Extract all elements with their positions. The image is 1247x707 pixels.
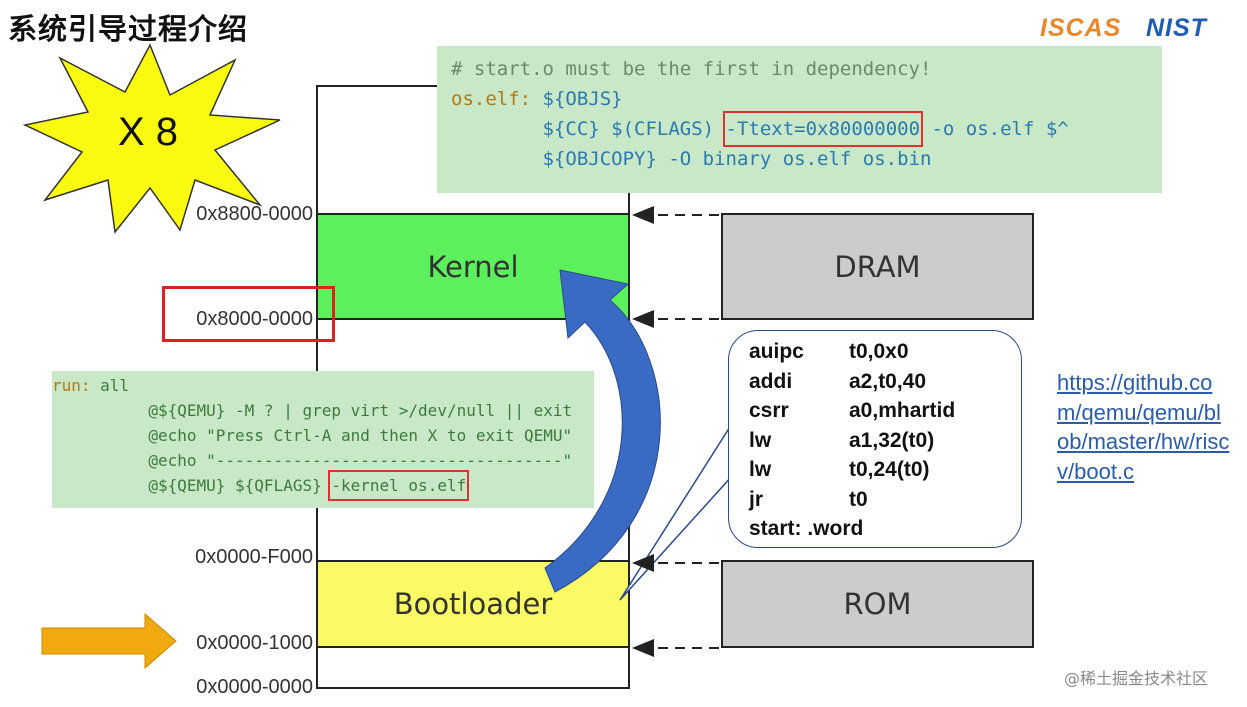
code-line: @echo "---------------------------------… [148, 451, 573, 470]
address-highlight-box [162, 286, 335, 342]
code-comment: # start.o must be the first in dependenc… [451, 58, 932, 80]
asm-args: a0,mhartid [849, 399, 956, 422]
code-line: @echo "Press Ctrl-A and then X to exit Q… [148, 426, 573, 445]
kernel-label: Kernel [427, 249, 519, 284]
code-target: os.elf: [451, 88, 532, 110]
code-cc: ${CC} $(CFLAGS) [542, 118, 726, 140]
jump-arrow-icon [544, 269, 661, 593]
asm-opcode: addi [749, 369, 793, 393]
makefile-top: # start.o must be the first in dependenc… [437, 46, 1162, 193]
asm-opcode: csrr [749, 399, 789, 422]
code-deps: all [90, 376, 130, 395]
address-label: 0x8800-0000 [196, 203, 313, 225]
bootloader-region: Bootloader [316, 560, 630, 648]
asm-line: lw t0,24(t0) [749, 455, 1021, 485]
asm-opcode: lw [749, 458, 772, 481]
asm-opcode: start: .word [749, 517, 864, 540]
star-label: X 8 [118, 110, 178, 154]
asm-line: jr t0 [749, 485, 1021, 515]
memory-divider [316, 646, 630, 648]
rom-label: ROM [843, 587, 912, 621]
kernel-flag-highlight: -kernel os.elf [328, 470, 470, 501]
code-line: @${QEMU} -M ? | grep virt >/dev/null || … [148, 401, 573, 420]
dram-label: DRAM [834, 249, 921, 284]
asm-args: a2,t0,40 [849, 369, 927, 393]
asm-line: lw a1,32(t0) [749, 426, 1021, 456]
code-deps: ${OBJS} [531, 88, 623, 110]
asm-line: start: .word [749, 514, 1021, 544]
asm-opcode: auipc [749, 340, 804, 363]
asm-line: addi a2,t0,40 [749, 367, 1021, 397]
asm-opcode: jr [749, 487, 764, 511]
asm-callout: auipc t0,0x0 addi a2,t0,40 csrr a0,mhartid lw a… [728, 330, 1022, 548]
asm-args: t0 [849, 487, 868, 511]
ttext-highlight: -Ttext=0x80000000 [722, 111, 924, 147]
code-target: run: [52, 376, 91, 395]
nist-logo: NIST [1146, 14, 1207, 42]
address-label: 0x0000-0000 [196, 676, 313, 698]
rom-block: ROM [721, 560, 1034, 648]
code-line: @${QEMU} ${QFLAGS} [148, 476, 332, 495]
asm-args: t0,0x0 [849, 340, 909, 363]
asm-line: csrr a0,mhartid [749, 396, 1021, 426]
entry-pointer-icon [41, 612, 177, 670]
asm-opcode: lw [749, 428, 772, 452]
iscas-logo: ISCAS [1040, 14, 1122, 42]
boot-source-link[interactable]: https://github.com/qemu/qemu/blob/master… [1057, 370, 1230, 484]
watermark: @稀土掘金技术社区 [1064, 669, 1209, 688]
code-objcopy: ${OBJCOPY} -O binary os.elf os.bin [542, 148, 932, 170]
bootloader-label: Bootloader [393, 587, 553, 621]
starburst-icon: X 8 [22, 43, 281, 234]
makefile-left: run: all @${QEMU} -M ? | grep virt >/dev… [52, 371, 594, 508]
code-rest: -o os.elf $^ [920, 118, 1069, 140]
dram-block: DRAM [721, 213, 1034, 320]
address-label: 0x8000-0000 [196, 308, 313, 330]
page-title: 系统引导过程介绍 [8, 12, 249, 46]
address-label: 0x0000-1000 [196, 632, 313, 654]
address-label: 0x0000-F000 [195, 546, 313, 568]
asm-args: a1,32(t0) [849, 428, 935, 452]
asm-line: auipc t0,0x0 [749, 337, 1021, 367]
asm-args: t0,24(t0) [849, 458, 930, 481]
